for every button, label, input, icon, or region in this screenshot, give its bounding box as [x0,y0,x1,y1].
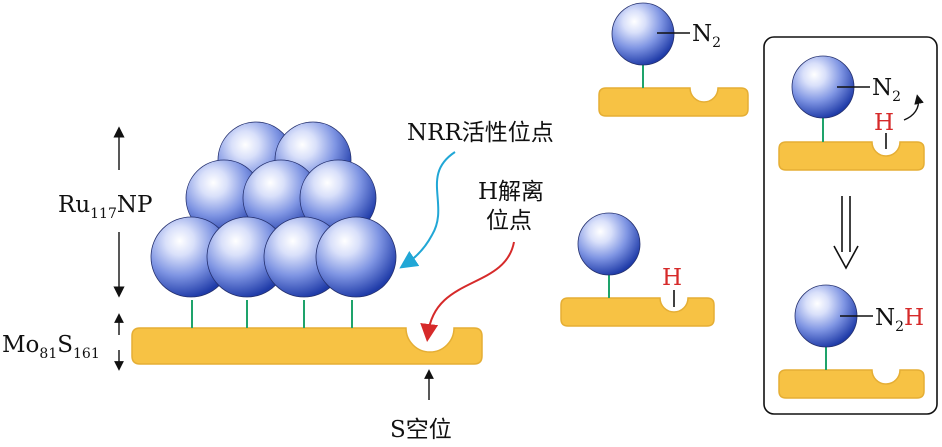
metal-support-bonds [191,300,353,328]
s-vacancy-label: S空位 [390,417,452,443]
h-site-label-line2: 位点 [486,208,532,234]
mos-label: Mo81S161 [2,332,100,362]
box-state-before: N2 H [778,55,925,171]
box-n2-label: N2 [872,75,901,105]
nrr-site-arrow [399,151,456,269]
h-label-mid: H [662,265,682,291]
mechanism-box [763,36,938,415]
box-h-label: H [874,110,894,136]
h-adsorption-unit: H [560,212,715,327]
nrr-site-label: NRR活性位点 [407,120,554,146]
box-n2h-label: N2H [875,305,924,335]
mos2-support-slab [131,327,483,365]
ru-np-label: Ru117NP [58,192,152,222]
ru-nanoparticle-cluster [150,121,397,298]
h-site-label-line1: H解离 [478,179,544,205]
n2-label-top: N2 [692,21,721,51]
box-state-after: N2H [778,284,925,399]
n2-adsorption-unit: N2 [598,2,749,117]
h-site-arrow [420,241,515,342]
reaction-double-arrow [833,196,859,270]
